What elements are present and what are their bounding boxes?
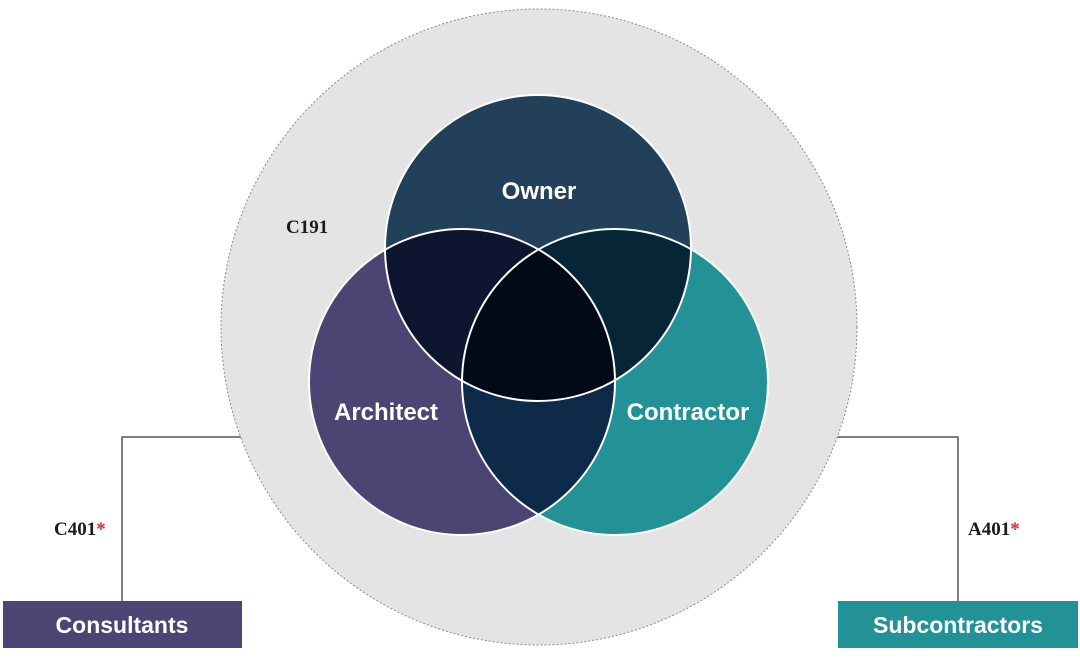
owner-circle-outline (384, 94, 692, 402)
architect-circle-outline (308, 228, 616, 536)
right-connector-line (818, 436, 959, 601)
contractor-label: Contractor (627, 399, 750, 426)
left-doc-code: C401 (54, 519, 96, 540)
right-doc-asterisk: * (1010, 519, 1020, 540)
owner-label: Owner (502, 178, 577, 205)
center-overlap (462, 229, 615, 401)
right-doc-label: A401* (968, 519, 1020, 540)
left-connector-line (121, 436, 260, 601)
outer-scope-label: C191 (286, 217, 328, 238)
subcontractors-box (838, 601, 1078, 648)
consultants-box (3, 601, 242, 648)
left-doc-asterisk: * (96, 519, 106, 540)
subcontractors-label: Subcontractors (873, 612, 1043, 638)
consultants-label: Consultants (56, 612, 189, 638)
right-doc-code: A401 (968, 519, 1010, 540)
architect-label: Architect (334, 399, 438, 426)
contractor-circle-outline (461, 228, 769, 536)
left-doc-label: C401* (54, 519, 106, 540)
